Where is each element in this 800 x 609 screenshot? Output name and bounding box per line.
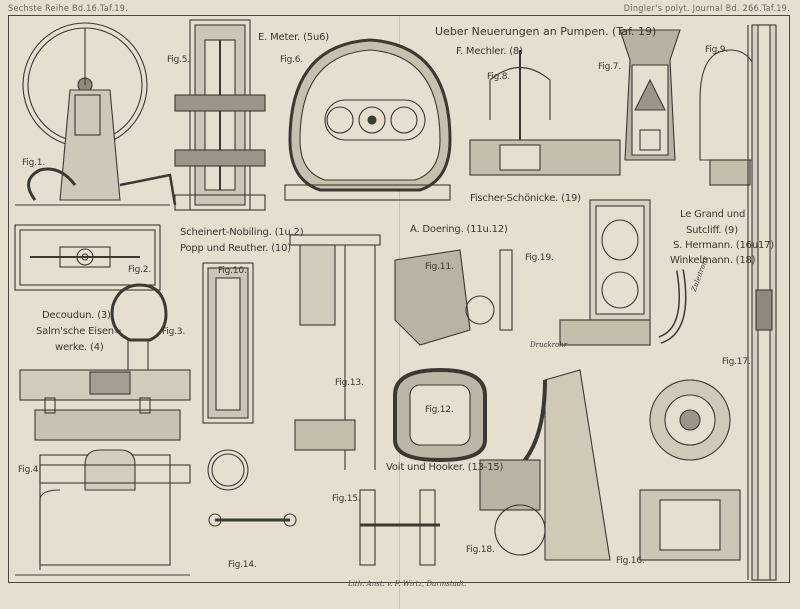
label-mechler: F. Mechler. (8) (456, 46, 523, 57)
label-meter: E. Meter. (5u6) (258, 32, 329, 43)
header-journal: Dingler's polyt. Journal Bd. 266.Taf.19. (623, 4, 790, 14)
fig-label-2: Fig.2. (128, 265, 151, 275)
label-fischer: Fischer-Schönicke. (19) (470, 193, 581, 204)
fig3-airchamber (19, 283, 191, 441)
fig-label-17: Fig.17. (722, 357, 751, 367)
label-scheinert: Scheinert-Nobiling. (1u.2) (180, 227, 304, 238)
fig-label-4: Fig.4. (18, 465, 41, 475)
fig14-15-links (208, 489, 440, 566)
fig-label-3: Fig.3. (162, 327, 185, 337)
annotation-druckrohr: Druckrohr (530, 341, 568, 349)
label-legrand: Le Grand und (680, 209, 746, 220)
label-hermann: S. Hermann. (16u17) (673, 240, 775, 251)
fig6-rotary (284, 38, 452, 201)
label-salm-2: werke. (4) (55, 342, 104, 353)
fig17-tube (747, 24, 777, 581)
fig-label-9: Fig.9. (705, 45, 728, 55)
fig-label-8: Fig.8. (487, 72, 510, 82)
fig9-vessel (699, 49, 761, 186)
fig13-mechanism (289, 234, 381, 470)
fig-label-13: Fig.13. (335, 378, 364, 388)
fig2-plan (14, 224, 161, 291)
lithographer-credit: Lith. Anst. v. F. Wirtz, Darmstadt. (348, 580, 467, 588)
fig19-vessel (559, 199, 687, 346)
header-series: Sechste Reihe Bd.16.Taf.19. (8, 4, 129, 14)
fig-label-19: Fig.19. (525, 253, 554, 263)
fig-label-7: Fig.7. (598, 62, 621, 72)
plate-frame (8, 15, 790, 583)
fig-label-5: Fig.5. (167, 55, 190, 65)
label-popp: Popp und Reuther. (10) (180, 243, 291, 254)
fig12-ring (393, 367, 487, 463)
label-voit: Voit und Hooker. (13-15) (386, 462, 504, 473)
label-winkelmann: Winkelmann. (18) (670, 255, 756, 266)
fig-label-12: Fig.12. (425, 405, 454, 415)
fig5-duplex (174, 19, 266, 211)
plate-title: Ueber Neuerungen an Pumpen. (Taf. 19) (435, 25, 657, 38)
fig4-pump (15, 449, 191, 576)
fig10-cylinder (202, 262, 254, 491)
label-salm-1: Salm'sche Eisen= (36, 326, 123, 337)
fig-label-10: Fig.10. (218, 266, 247, 276)
fig-label-6: Fig.6. (280, 55, 303, 65)
fig11-pump (394, 249, 513, 346)
fig7-valve (619, 29, 681, 161)
fig1-flywheel-pump (15, 22, 177, 206)
fig16-valve (639, 379, 741, 561)
fig18-pump (479, 369, 611, 561)
fig-label-11: Fig.11. (425, 262, 454, 272)
fig-label-1: Fig.1. (22, 158, 45, 168)
fig-label-15: Fig.15. (332, 494, 361, 504)
fig-label-18: Fig.18. (466, 545, 495, 555)
fig-label-14: Fig.14. (228, 560, 257, 570)
label-doering: A. Doering. (11u.12) (410, 224, 508, 235)
label-decoudun: Decoudun. (3) (42, 310, 111, 321)
fig8-bell (469, 50, 621, 176)
fig-label-16: Fig.16. (616, 556, 645, 566)
label-sutcliff: Sutcliff. (9) (686, 225, 738, 236)
